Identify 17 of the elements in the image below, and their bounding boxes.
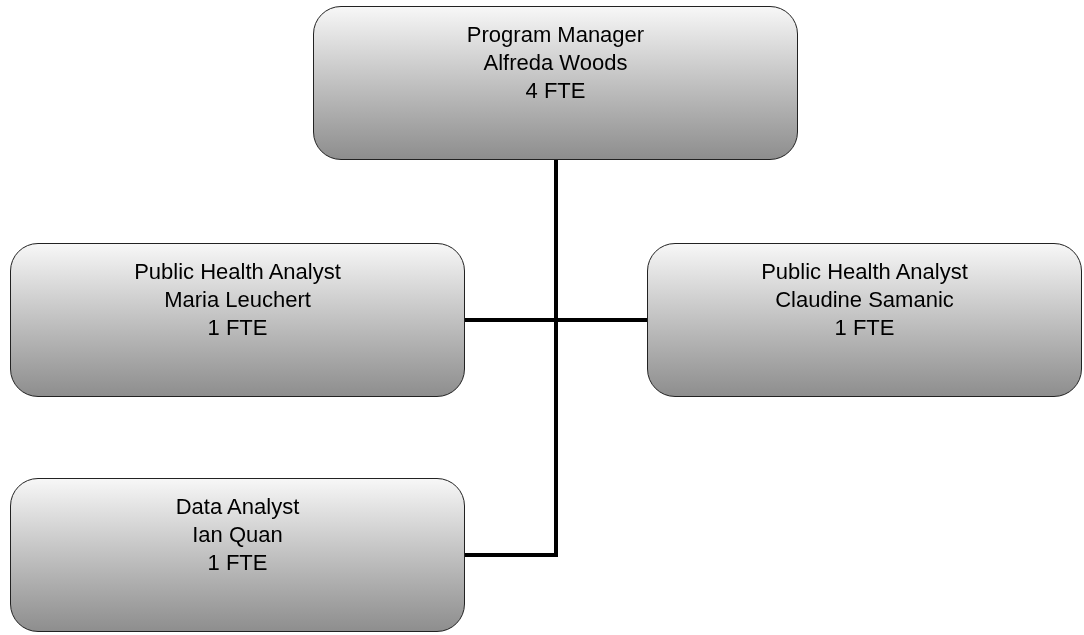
person-name: Alfreda Woods: [483, 49, 628, 77]
fte-count: 1 FTE: [207, 549, 268, 577]
role-title: Program Manager: [466, 21, 645, 49]
role-title: Public Health Analyst: [134, 258, 341, 286]
role-box: [10, 243, 465, 397]
role-title: Data Analyst: [175, 493, 300, 521]
role-title: Public Health Analyst: [761, 258, 968, 286]
fte-count: 1 FTE: [207, 314, 268, 342]
fte-count: 4 FTE: [525, 77, 586, 105]
connector-line: [465, 160, 558, 557]
role-box: [10, 478, 465, 632]
role-box: [647, 243, 1082, 397]
fte-count: 1 FTE: [834, 314, 895, 342]
person-name: Maria Leuchert: [164, 286, 311, 314]
person-name: Claudine Samanic: [775, 286, 954, 314]
person-name: Ian Quan: [192, 521, 283, 549]
role-box: [313, 6, 798, 160]
